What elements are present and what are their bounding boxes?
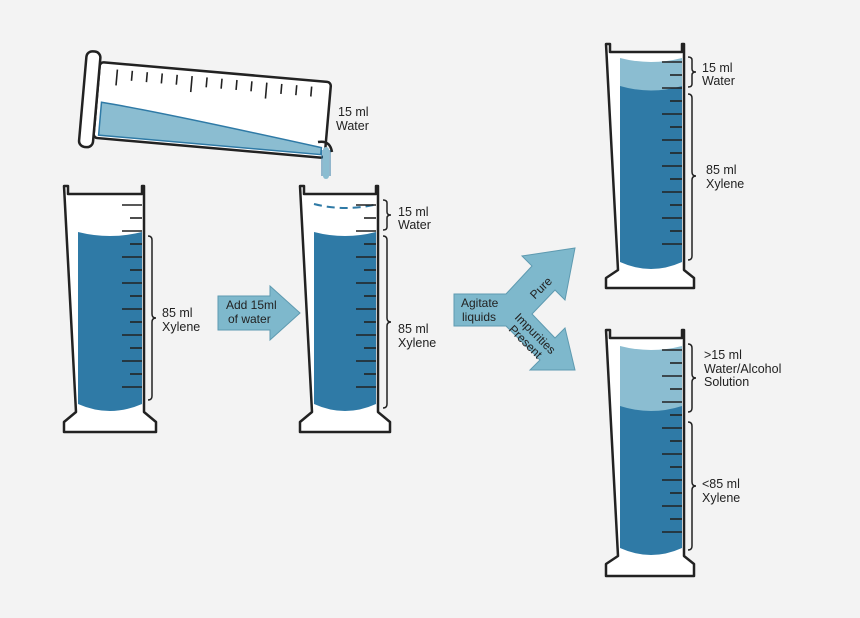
agitate-branch-arrow-shape xyxy=(453,247,576,371)
middle-water-name-label: Water xyxy=(398,218,431,232)
middle-cylinder-xylene xyxy=(314,232,376,411)
left-xylene-amount-label: 85 ml xyxy=(162,306,193,320)
pouring-cylinder-base xyxy=(77,50,102,149)
pouring-cylinder: 15 ml Water xyxy=(77,50,369,179)
agitate-branch-arrow: Agitate liquids Pure Impurities Present xyxy=(453,247,576,371)
water-stream-outline xyxy=(321,150,331,176)
top-right-water-amount-label: 15 ml xyxy=(702,61,733,75)
bottom-right-xylene-layer xyxy=(620,406,682,555)
pouring-spout xyxy=(317,140,334,153)
add-water-arrow: Add 15ml of water xyxy=(217,284,301,342)
bottom-right-xylene-name-label: Xylene xyxy=(702,491,740,505)
left-cylinder: 85 ml Xylene xyxy=(62,184,200,434)
tilted-water-name-label: Water xyxy=(336,119,369,133)
left-cylinder-graduations xyxy=(122,204,142,388)
top-right-water-name-label: Water xyxy=(702,74,735,88)
left-xylene-name-label: Xylene xyxy=(162,320,200,334)
middle-water-brace xyxy=(382,199,392,231)
bottom-right-solution-name1-label: Water/Alcohol xyxy=(704,362,781,376)
add-arrow-line1: Add 15ml xyxy=(226,298,277,312)
top-right-xylene-layer xyxy=(620,86,682,269)
bottom-right-cylinder-graduations xyxy=(662,349,682,533)
middle-xylene-brace xyxy=(382,235,392,409)
bottom-right-solution-amount-label: >15 ml xyxy=(704,348,742,362)
top-right-xylene-amount-label: 85 ml xyxy=(706,163,737,177)
bottom-right-cylinder: >15 ml Water/Alcohol Solution <85 ml Xyl… xyxy=(604,328,781,578)
middle-cylinder: 15 ml Water 85 ml Xylene xyxy=(298,184,436,434)
middle-xylene-name-label: Xylene xyxy=(398,336,436,350)
middle-cylinder-graduations xyxy=(356,204,376,388)
left-xylene-brace xyxy=(147,235,157,401)
tilted-water-amount-label: 15 ml xyxy=(338,105,369,119)
agitate-line1: Agitate xyxy=(461,296,499,310)
top-right-cylinder: 15 ml Water 85 ml Xylene xyxy=(604,42,744,290)
top-right-water-brace xyxy=(687,56,697,88)
bottom-right-solution-name2-label: Solution xyxy=(704,375,749,389)
top-right-cylinder-graduations xyxy=(662,61,682,245)
bottom-right-xylene-brace xyxy=(687,421,697,551)
bottom-right-solution-layer xyxy=(620,346,682,412)
pouring-cylinder-graduations xyxy=(115,69,313,99)
add-arrow-line2: of water xyxy=(228,312,271,326)
middle-xylene-amount-label: 85 ml xyxy=(398,322,429,336)
bottom-right-xylene-amount-label: <85 ml xyxy=(702,477,740,491)
top-right-water-layer xyxy=(620,58,682,92)
middle-water-amount-label: 15 ml xyxy=(398,205,429,219)
top-right-xylene-brace xyxy=(687,93,697,261)
agitate-line2: liquids xyxy=(462,310,496,324)
bottom-right-solution-brace xyxy=(687,343,697,413)
pouring-cylinder-water xyxy=(97,101,323,156)
left-cylinder-xylene xyxy=(78,232,142,411)
top-right-xylene-name-label: Xylene xyxy=(706,177,744,191)
add-water-arrow-shape xyxy=(217,284,301,342)
